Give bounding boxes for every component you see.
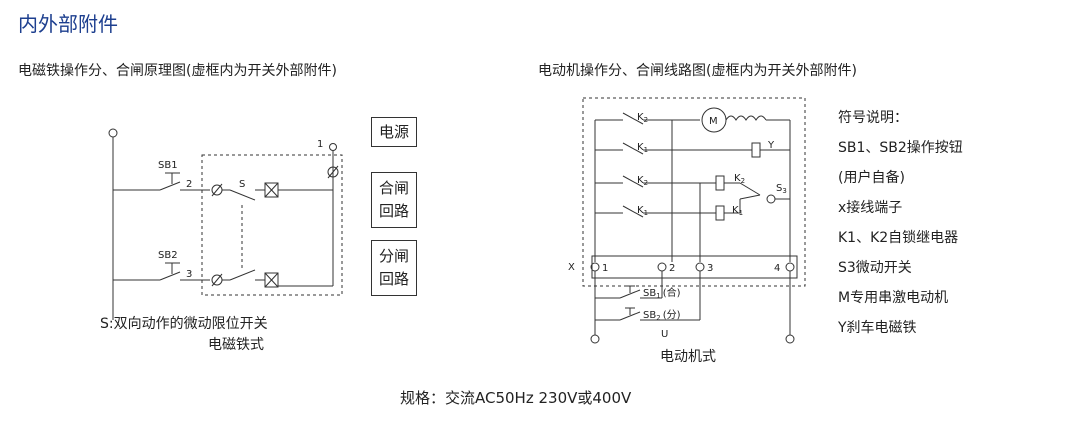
x-terminal-label: X <box>568 262 575 273</box>
terminal-x3 <box>695 262 705 272</box>
k2-row1-label: K2 <box>637 112 648 124</box>
t3-label: 3 <box>707 263 713 274</box>
right-diagram-caption: 电动机操作分、合闸线路图(虚框内为开关外部附件) <box>538 63 857 79</box>
legend-item: SB1、SB2操作按钮 <box>838 140 963 156</box>
electromagnet-circuit-diagram: SB1 2 S 1 SB2 3 <box>108 128 343 320</box>
sb1-switch <box>159 181 181 191</box>
terminal-2-label: 2 <box>186 179 192 190</box>
terminal-x4 <box>785 262 795 272</box>
legend-item: x接线端子 <box>838 200 903 216</box>
legend-item: 符号说明： <box>838 110 908 126</box>
legend-item: (用户自备) <box>838 170 905 186</box>
relay-k2-label: K2 <box>734 173 745 185</box>
motor-circuit-diagram: K2 K1 K2 K1 M Y K2 K1 S3 X 1 2 3 4 SB1(合… <box>568 97 806 344</box>
legend-item: M专用串激电动机 <box>838 290 949 306</box>
k1-row2-label: K1 <box>637 142 648 154</box>
close-circuit-box: 合闸回路 <box>371 172 417 228</box>
motor-label: M <box>709 116 718 127</box>
sb1-label: SB1 <box>158 160 178 171</box>
sb1-close-label: SB1(合) <box>643 286 681 300</box>
spec-line: 规格：交流AC50Hz 230V或400V <box>400 389 632 407</box>
k2-row3-label: K2 <box>637 175 648 187</box>
y-brake-label: Y <box>767 140 775 151</box>
legend-item: K1、K2自锁继电器 <box>838 230 959 246</box>
motor-type-label: 电动机式 <box>660 349 716 365</box>
electromagnet-type-label: 电磁铁式 <box>208 337 264 353</box>
terminal-3-label: 3 <box>186 269 192 280</box>
s-label: S <box>239 179 245 190</box>
sb1-motor-switch <box>619 289 641 299</box>
dashed-frame <box>582 97 806 287</box>
left-diagram-caption: 电磁铁操作分、合闸原理图(虚框内为开关外部附件) <box>18 63 337 79</box>
k1-row4-label: K1 <box>637 205 648 217</box>
t4-label: 4 <box>774 263 780 274</box>
dashed-frame <box>201 154 343 296</box>
legend-item: Y刹车电磁铁 <box>838 320 917 336</box>
terminal-strip <box>591 255 798 279</box>
section-title: 内外部附件 <box>18 12 118 36</box>
relay-k1-label: K1 <box>732 205 743 217</box>
sb2-motor-switch <box>619 311 641 321</box>
u-label: U <box>661 329 668 340</box>
sb2-label: SB2 <box>158 250 178 261</box>
power-box: 电源 <box>371 117 417 147</box>
terminal-x2 <box>657 262 667 272</box>
s3-label: S3 <box>776 183 787 195</box>
t1-label: 1 <box>602 263 608 274</box>
legend-item: S3微动开关 <box>838 260 912 276</box>
terminal-1 <box>329 143 337 151</box>
s-switch-note: S:双向动作的微动限位开关 <box>100 316 268 332</box>
terminal-1-label: 1 <box>317 139 323 150</box>
open-circuit-box: 分闸回路 <box>371 240 417 296</box>
s-switch-lower <box>229 269 256 281</box>
symbol-legend: 符号说明： SB1、SB2操作按钮 (用户自备) x接线端子 K1、K2自锁继电… <box>838 107 963 347</box>
sb2-open-label: SB2(分) <box>643 309 681 322</box>
t2-label: 2 <box>669 263 675 274</box>
sb2-switch <box>159 271 181 281</box>
s-switch-upper <box>229 189 256 201</box>
